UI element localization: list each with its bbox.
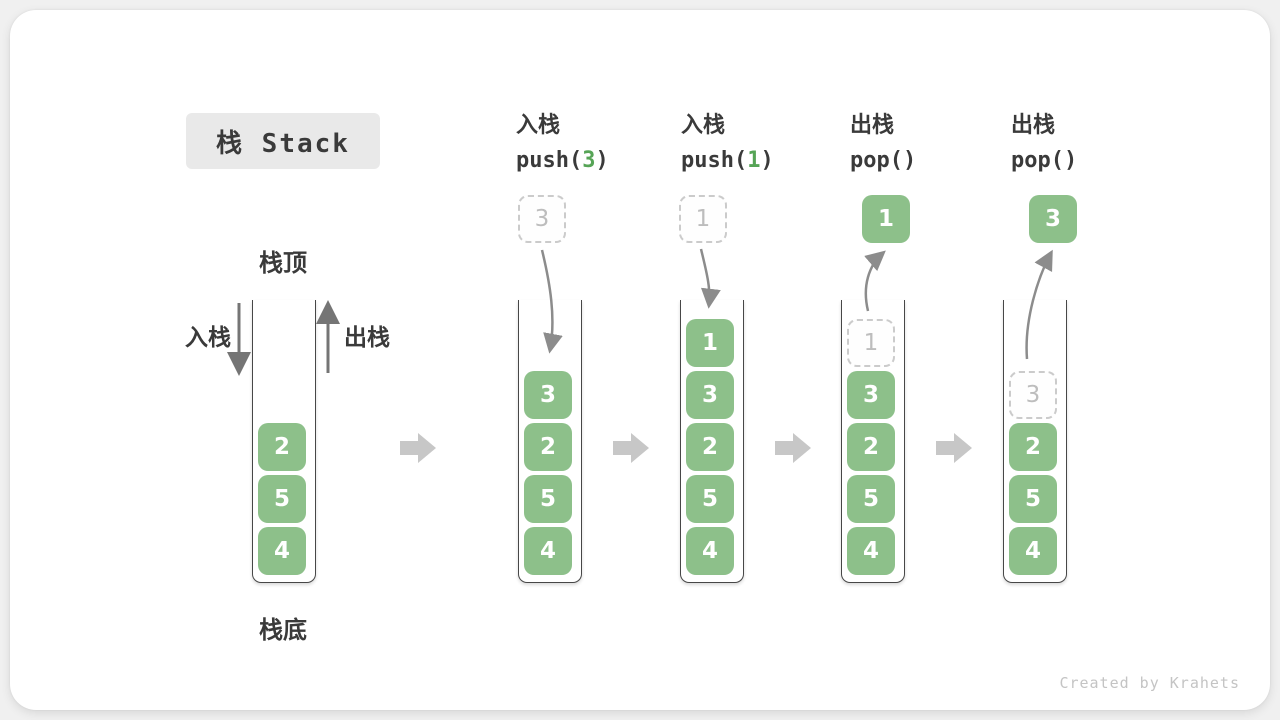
operation-action-label: 入栈 bbox=[516, 113, 561, 138]
stack-element: 4 bbox=[686, 527, 734, 575]
stack-container-3: 1 3 2 5 4 bbox=[680, 300, 744, 583]
operation-code-label: pop() bbox=[850, 143, 916, 178]
code-fn: pop( bbox=[1011, 148, 1064, 173]
code-fn: push( bbox=[516, 148, 583, 173]
code-close: ) bbox=[1063, 148, 1078, 173]
operation-label-push-3: 入栈 push(3) bbox=[516, 108, 609, 178]
operation-action-label: 出栈 bbox=[1011, 113, 1056, 138]
stack-element: 2 bbox=[258, 423, 306, 471]
stack-top-label: 栈顶 bbox=[259, 249, 307, 277]
stack-element: 3 bbox=[847, 371, 895, 419]
diagram-title: 栈 Stack bbox=[186, 113, 380, 169]
stack-element: 2 bbox=[524, 423, 572, 471]
floating-pushed-value-3: 3 bbox=[518, 195, 566, 243]
stack-element: 1 bbox=[686, 319, 734, 367]
operation-label-pop-1: 出栈 pop() bbox=[850, 108, 916, 178]
stack-element-ghost: 1 bbox=[847, 319, 895, 367]
operation-action-label: 出栈 bbox=[850, 113, 895, 138]
stack-container-1: 2 5 4 bbox=[252, 300, 316, 583]
stack-bottom-label: 栈底 bbox=[259, 616, 307, 644]
stack-element: 5 bbox=[258, 475, 306, 523]
floating-popped-value-1: 1 bbox=[862, 195, 910, 243]
code-arg: 3 bbox=[582, 148, 596, 173]
stack-element: 4 bbox=[258, 527, 306, 575]
stack-element: 3 bbox=[686, 371, 734, 419]
operation-action-label: 入栈 bbox=[681, 113, 726, 138]
operation-label-push-1: 入栈 push(1) bbox=[681, 108, 774, 178]
operation-label-pop-2: 出栈 pop() bbox=[1011, 108, 1077, 178]
pop-side-label: 出栈 bbox=[344, 325, 390, 351]
code-arg: 1 bbox=[747, 148, 761, 173]
stack-element: 4 bbox=[524, 527, 572, 575]
stack-element-ghost: 3 bbox=[1009, 371, 1057, 419]
stack-element: 2 bbox=[847, 423, 895, 471]
code-close: ) bbox=[760, 148, 774, 173]
code-close: ) bbox=[595, 148, 609, 173]
stack-element: 5 bbox=[524, 475, 572, 523]
stack-element: 2 bbox=[686, 423, 734, 471]
operation-code-label: push(3) bbox=[516, 143, 609, 178]
stack-element: 5 bbox=[1009, 475, 1057, 523]
operation-code-label: push(1) bbox=[681, 143, 774, 178]
code-fn: push( bbox=[681, 148, 748, 173]
push-side-label: 入栈 bbox=[185, 325, 231, 351]
stack-container-5: 3 2 5 4 bbox=[1003, 300, 1067, 583]
floating-pushed-value-1: 1 bbox=[679, 195, 727, 243]
stack-element: 4 bbox=[847, 527, 895, 575]
stack-element: 5 bbox=[847, 475, 895, 523]
floating-popped-value-3: 3 bbox=[1029, 195, 1077, 243]
operation-code-label: pop() bbox=[1011, 143, 1077, 178]
stack-element: 5 bbox=[686, 475, 734, 523]
code-close: ) bbox=[902, 148, 917, 173]
stack-container-4: 1 3 2 5 4 bbox=[841, 300, 905, 583]
stack-element: 3 bbox=[524, 371, 572, 419]
watermark: Created by Krahets bbox=[1059, 674, 1240, 692]
stack-element: 2 bbox=[1009, 423, 1057, 471]
code-fn: pop( bbox=[850, 148, 903, 173]
stack-container-2: 3 2 5 4 bbox=[518, 300, 582, 583]
stack-element: 4 bbox=[1009, 527, 1057, 575]
